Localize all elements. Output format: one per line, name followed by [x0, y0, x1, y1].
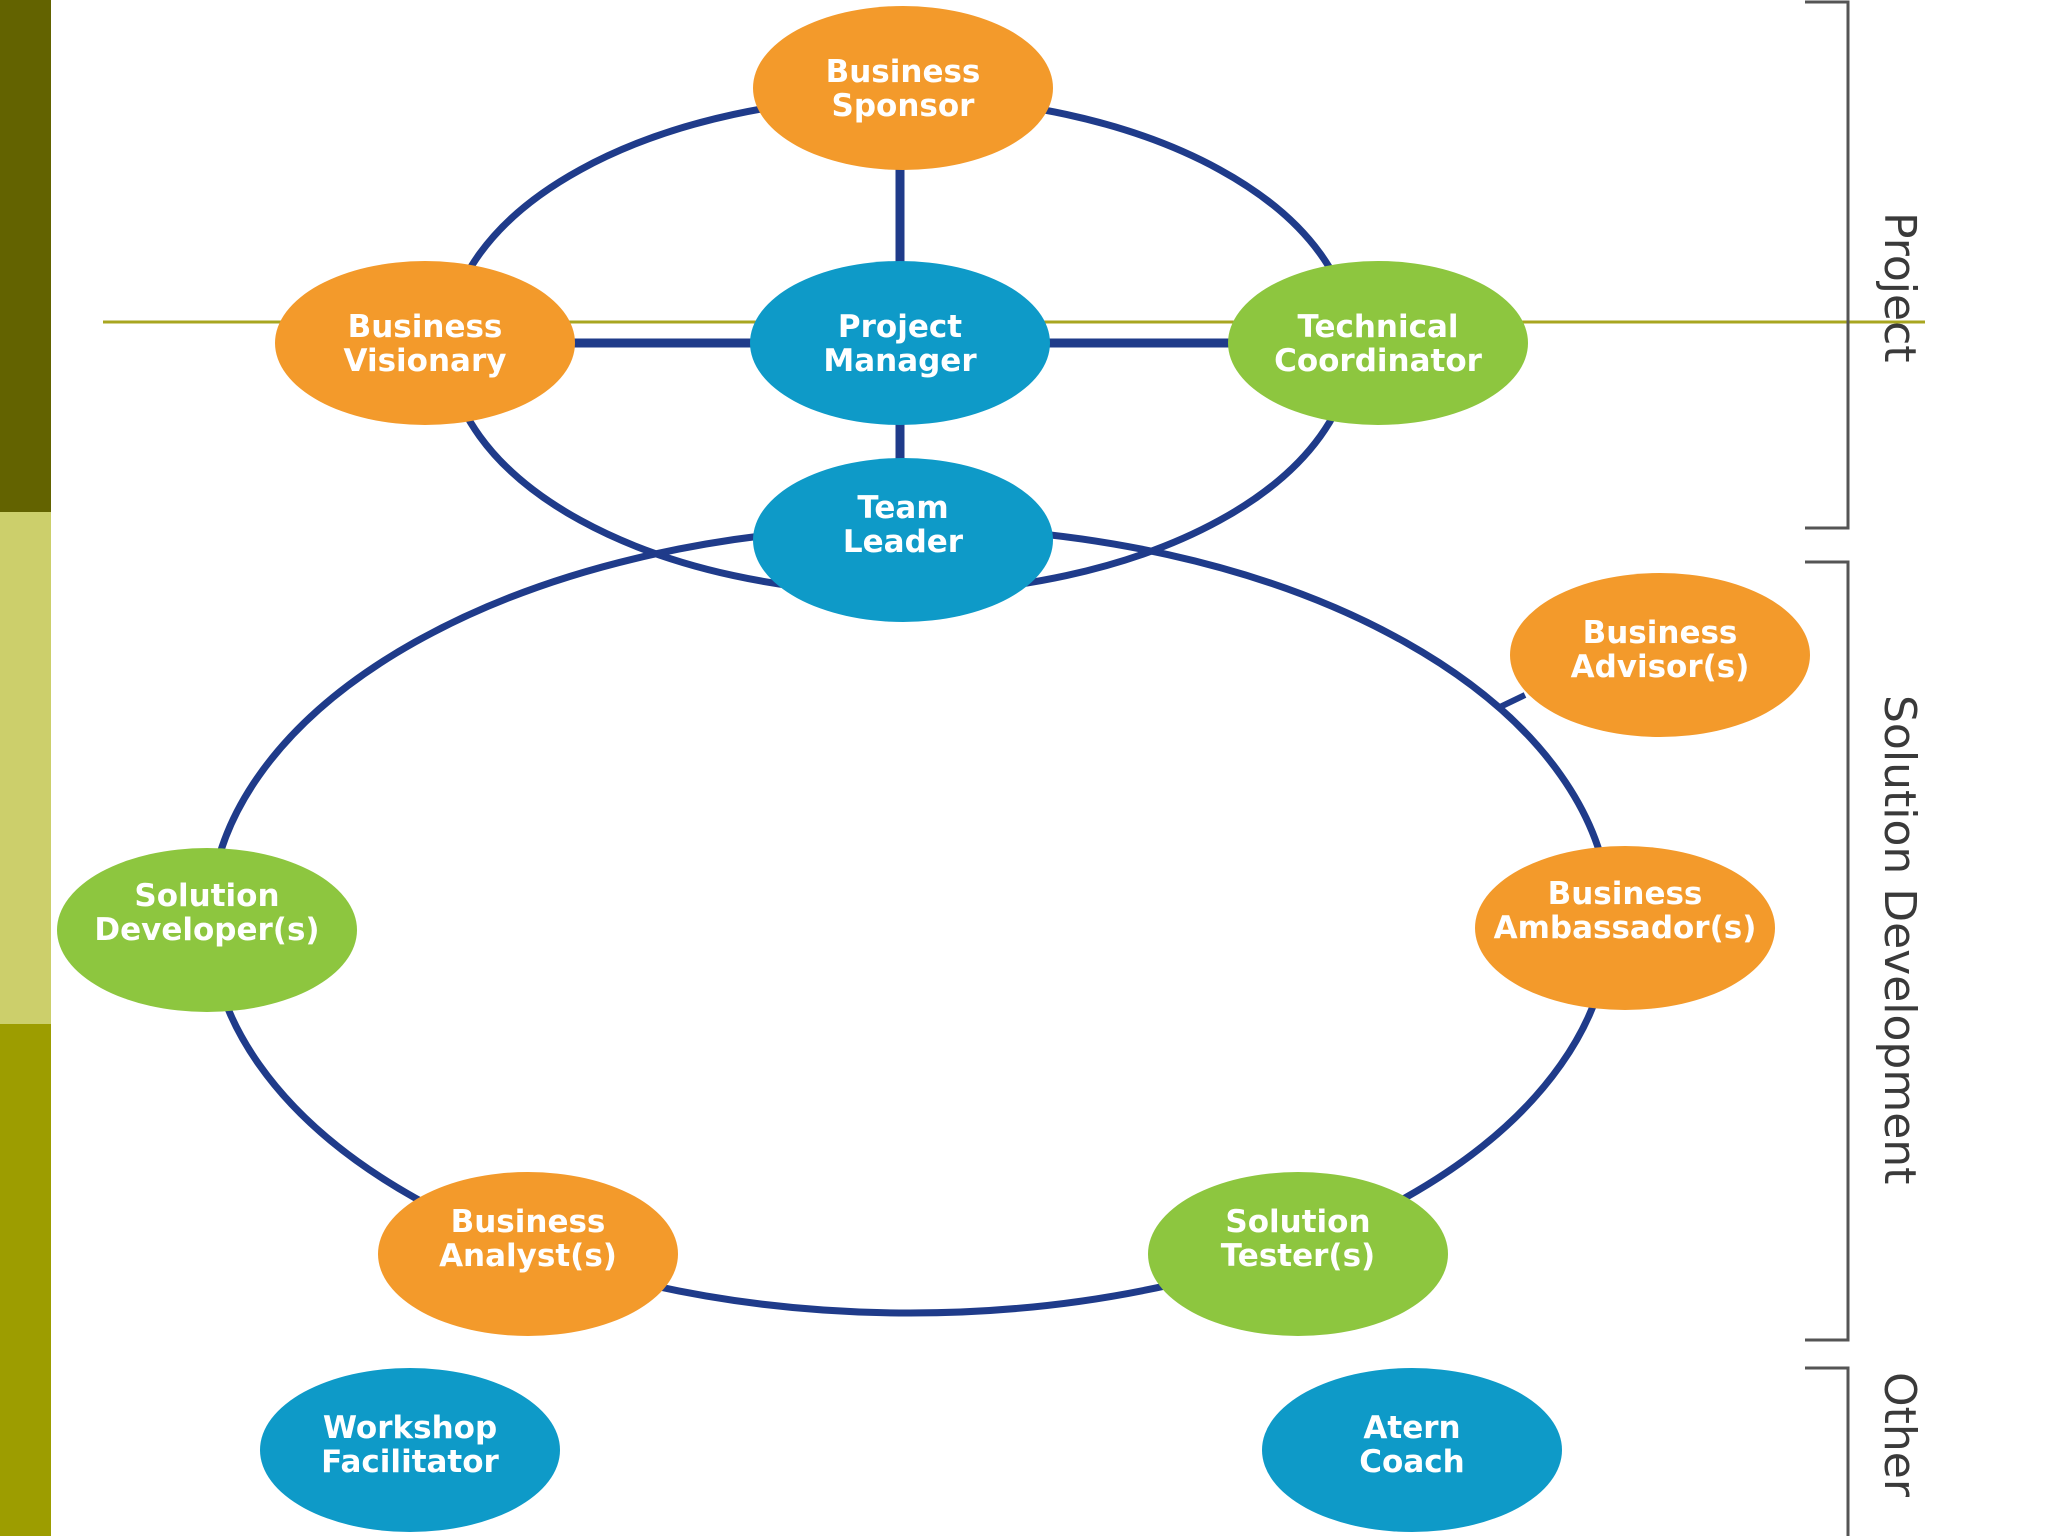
- strip-segment-dark: [0, 0, 51, 512]
- node-label-line2: Coach: [1359, 1444, 1464, 1480]
- bracket-other: [1805, 1366, 1850, 1536]
- spoke-advisor: [1498, 692, 1527, 710]
- node-label-line2: Visionary: [344, 343, 507, 379]
- node-label-line2: Advisor(s): [1571, 649, 1750, 685]
- node-label-line2: Developer(s): [94, 912, 319, 948]
- bracket-solution-development: [1805, 560, 1850, 1342]
- node-label-line2: Facilitator: [321, 1444, 499, 1480]
- node-label-line1: Business: [1583, 615, 1738, 651]
- node-label-line1: Team: [857, 490, 948, 526]
- node-label-line2: Manager: [823, 343, 977, 379]
- bracket-project: [1805, 0, 1850, 530]
- node-label-line2: Leader: [843, 524, 964, 560]
- node-label-line1: Atern: [1363, 1410, 1460, 1446]
- node-label-line2: Sponsor: [832, 88, 976, 124]
- node-label-line1: Workshop: [323, 1410, 497, 1446]
- node-label-line1: Business: [348, 309, 503, 345]
- node-label-line2: Tester(s): [1221, 1238, 1375, 1274]
- node-label-line1: Business: [451, 1204, 606, 1240]
- bracket-label-project: Project: [1874, 212, 1925, 363]
- node-label-line1: Technical: [1297, 309, 1458, 345]
- node-label-line2: Analyst(s): [439, 1238, 617, 1274]
- node-label-line1: Solution: [1225, 1204, 1370, 1240]
- strip-segment-mid: [0, 1024, 51, 1536]
- bracket-label-other: Other: [1874, 1372, 1925, 1498]
- node-label-line2: Ambassador(s): [1494, 910, 1757, 946]
- node-label-line1: Project: [838, 309, 962, 345]
- node-label-line2: Coordinator: [1274, 343, 1483, 379]
- bracket-label-solution-development: Solution Development: [1874, 695, 1925, 1184]
- node-label-line1: Solution: [134, 878, 279, 914]
- node-label-line1: Business: [1548, 876, 1703, 912]
- node-label-line1: Business: [826, 54, 981, 90]
- strip-segment-light: [0, 512, 51, 1024]
